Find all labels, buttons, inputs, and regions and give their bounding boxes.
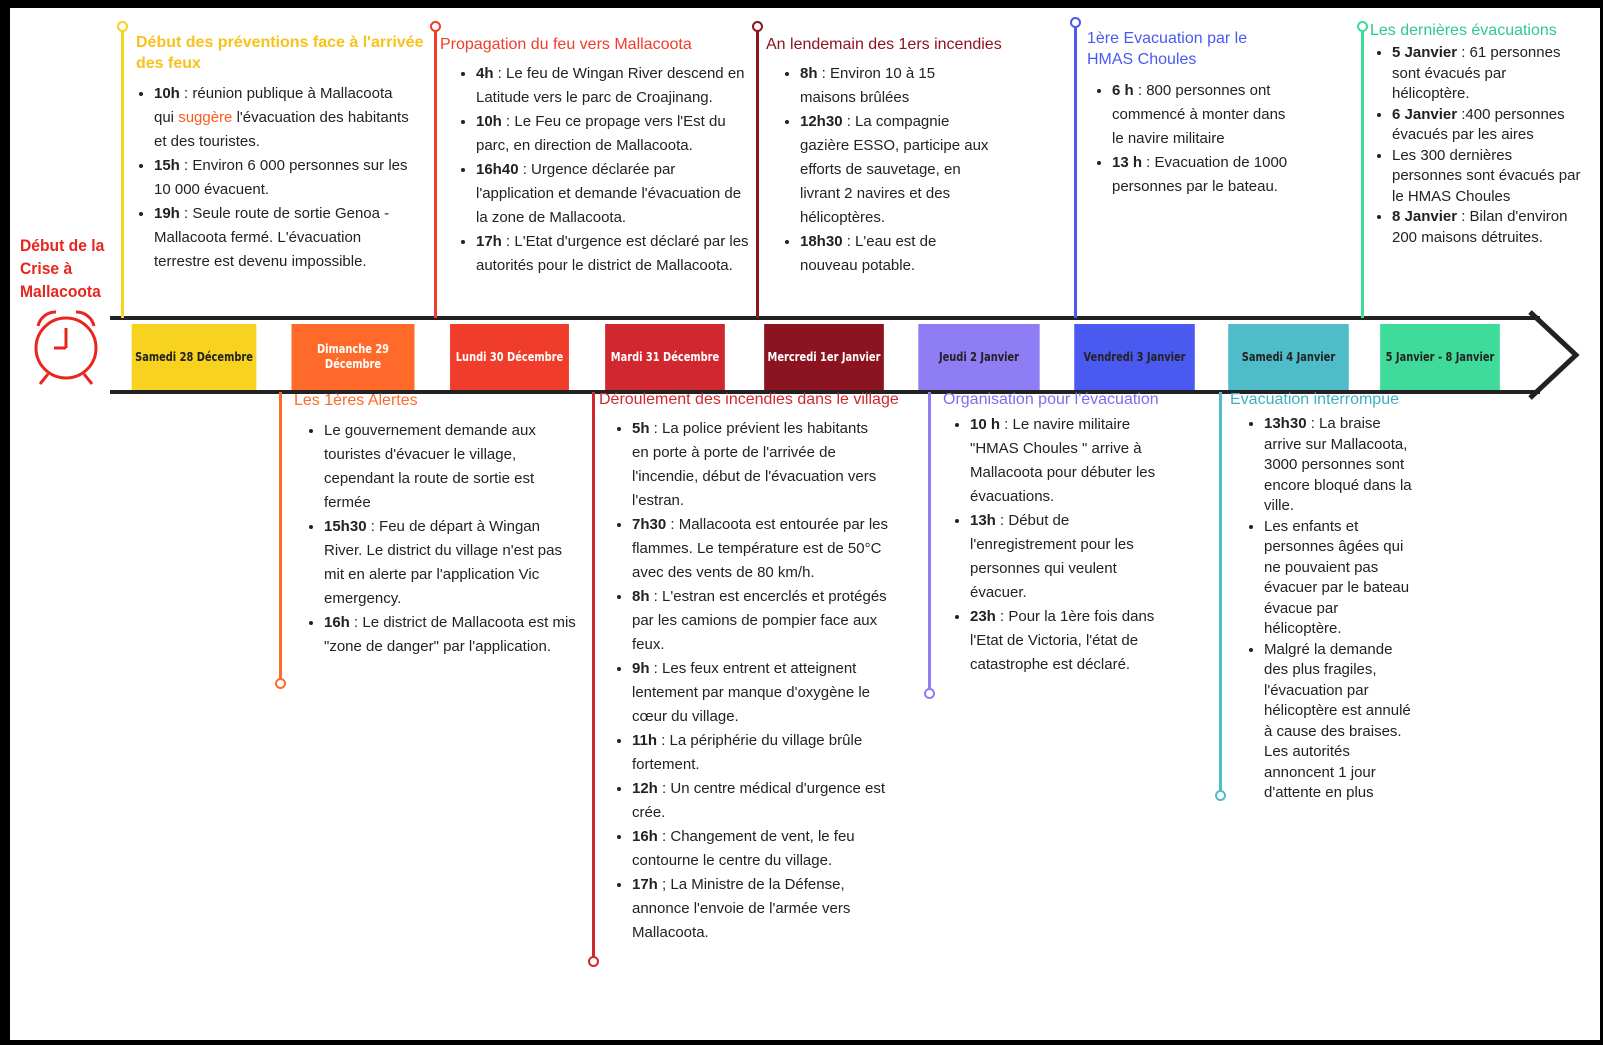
connector-pin	[430, 21, 441, 32]
list-item: 16h40 : Urgence déclarée par l'applicati…	[476, 158, 750, 230]
section-title-30-decembre: Propagation du feu vers Mallacoota	[440, 36, 692, 53]
date-label: 5 Janvier - 8 Janvier	[1385, 349, 1495, 364]
list-item: 9h : Les feux entrent et atteignent lent…	[632, 657, 888, 729]
section-title-3-janvier: 1ère Evacuation par le HMAS Choules	[1087, 30, 1248, 68]
section-body-28-decembre: 10h : réunion publique à Mallacoota qui …	[134, 82, 414, 274]
list-item: 23h : Pour la 1ère fois dans l'Etat de V…	[970, 605, 1168, 677]
list-item: 10h : Le Feu ce propage vers l'Est du pa…	[476, 110, 750, 158]
date-segment-5-8-janvier: 5 Janvier - 8 Janvier	[1380, 324, 1500, 390]
section-body-1-janvier: 8h : Environ 10 à 15 maisons brûlées 12h…	[780, 62, 990, 278]
list-item: 17h ; La Ministre de la Défense, annonce…	[632, 873, 888, 945]
list-item: 8h : Environ 10 à 15 maisons brûlées	[800, 62, 990, 110]
list-item: 12h30 : La compagnie gazière ESSO, parti…	[800, 110, 990, 230]
list-item: 19h : Seule route de sortie Genoa - Mall…	[154, 202, 414, 274]
alarm-clock-icon	[26, 304, 110, 393]
list-item: 15h30 : Feu de départ à Wingan River. Le…	[324, 515, 582, 611]
section-body-30-decembre: 4h : Le feu de Wingan River descend en L…	[456, 62, 750, 278]
list-item: 8h : L'estran est encerclés et protégés …	[632, 585, 888, 657]
date-label: Jeudi 2 Janvier	[938, 349, 1020, 364]
connector-stem	[1219, 392, 1222, 794]
connector-pin	[752, 21, 763, 32]
section-body-4-janvier: 13h30 : La braise arrive sur Mallacoota,…	[1244, 414, 1412, 804]
list-item: Le gouvernement demande aux touristes d'…	[324, 419, 582, 515]
connector-stem	[1074, 24, 1077, 318]
date-segment-jeudi-2: Jeudi 2 Janvier	[918, 324, 1040, 390]
connector-stem	[592, 392, 595, 958]
list-item: 18h30 : L'eau est de nouveau potable.	[800, 230, 990, 278]
date-segment-samedi-4: Samedi 4 Janvier	[1228, 324, 1349, 390]
section-title-2-janvier: Organisation pour l'évacuation	[943, 391, 1159, 408]
date-label: Vendredi 3 Janvier	[1083, 349, 1186, 364]
section-body-3-janvier: 6 h : 800 personnes ont commencé à monte…	[1092, 79, 1292, 199]
date-label: Lundi 30 Décembre	[455, 349, 564, 364]
date-label: Samedi 4 Janvier	[1241, 349, 1336, 364]
list-item: 13 h : Evacuation de 1000 personnes par …	[1112, 151, 1292, 199]
connector-pin	[117, 21, 128, 32]
date-segment-lundi-30: Lundi 30 Décembre	[450, 324, 569, 390]
connector-pin	[588, 956, 599, 967]
section-title-31-decembre: Déroulement des incendies dans le villag…	[599, 391, 899, 408]
connector-stem	[434, 28, 437, 318]
list-item: Malgré la demande des plus fragiles, l'é…	[1264, 640, 1412, 804]
connector-stem	[279, 392, 282, 682]
connector-pin	[1215, 790, 1226, 801]
date-segment-dimanche-29: Dimanche 29 Décembre	[291, 324, 415, 390]
list-item: 17h : L'Etat d'urgence est déclaré par l…	[476, 230, 750, 278]
list-item: 5h : La police prévient les habitants en…	[632, 417, 888, 513]
date-segment-mardi-31: Mardi 31 Décembre	[605, 324, 725, 390]
list-item: 6 h : 800 personnes ont commencé à monte…	[1112, 79, 1292, 151]
list-item: Les enfants et personnes âgées qui ne po…	[1264, 517, 1412, 640]
section-body-29-decembre: Le gouvernement demande aux touristes d'…	[304, 419, 582, 659]
connector-pin	[924, 688, 935, 699]
connector-stem	[121, 28, 124, 318]
date-label: Mercredi 1er Janvier	[767, 349, 881, 364]
list-item: 15h : Environ 6 000 personnes sur les 10…	[154, 154, 414, 202]
section-title-29-decembre: Les 1ères Alertes	[294, 392, 418, 409]
chevron-right-arrow-icon	[1526, 308, 1586, 407]
list-item: 13h30 : La braise arrive sur Mallacoota,…	[1264, 414, 1412, 517]
connector-pin	[275, 678, 286, 689]
connector-pin	[1357, 21, 1368, 32]
list-item: 13h : Début de l'enregistrement pour les…	[970, 509, 1168, 605]
date-label: Samedi 28 Décembre	[135, 349, 253, 364]
list-item: 7h30 : Mallacoota est entourée par les f…	[632, 513, 888, 585]
list-item: 12h : Un centre médical d'urgence est cr…	[632, 777, 888, 825]
connector-stem	[928, 392, 931, 692]
connector-stem	[756, 28, 759, 318]
timeline-top-line	[110, 316, 1540, 320]
list-item: Les 300 dernières personnes sont évacués…	[1392, 146, 1582, 208]
list-item: 11h : La périphérie du village brûle for…	[632, 729, 888, 777]
section-body-5-8-janvier: 5 Janvier : 61 personnes sont évacués pa…	[1372, 43, 1582, 248]
list-item: 10 h : Le navire militaire "HMAS Choules…	[970, 413, 1168, 509]
list-item: 4h : Le feu de Wingan River descend en L…	[476, 62, 750, 110]
section-body-2-janvier: 10 h : Le navire militaire "HMAS Choules…	[950, 413, 1168, 677]
list-item: 16h : Changement de vent, le feu contour…	[632, 825, 888, 873]
date-segment-vendredi-3: Vendredi 3 Janvier	[1074, 324, 1195, 390]
date-label: Mardi 31 Décembre	[610, 349, 720, 364]
connector-stem	[1361, 28, 1364, 318]
crisis-start-label: Début de la Crise à Mallacoota	[20, 236, 105, 301]
timeline-canvas: Début de la Crise à Mallacoota Samedi 28…	[10, 8, 1600, 1040]
list-item: 10h : réunion publique à Mallacoota qui …	[154, 82, 414, 154]
section-title-28-decembre: Début des préventions face à l'arrivée d…	[136, 34, 424, 72]
section-title-4-janvier: Evacuation interrompue	[1230, 391, 1399, 408]
date-label: Dimanche 29 Décembre	[316, 342, 390, 371]
section-title-5-8-janvier: Les dernières évacuations	[1370, 22, 1557, 39]
connector-pin	[1070, 17, 1081, 28]
section-body-31-decembre: 5h : La police prévient les habitants en…	[612, 417, 888, 945]
list-item: 5 Janvier : 61 personnes sont évacués pa…	[1392, 43, 1582, 105]
section-title-1-janvier: An lendemain des 1ers incendies	[766, 36, 1002, 53]
list-item: 6 Janvier :400 personnes évacués par les…	[1392, 105, 1582, 146]
list-item: 8 Janvier : Bilan d'environ 200 maisons …	[1392, 207, 1582, 248]
timeline-bottom-line	[110, 390, 1540, 394]
list-item: 16h : Le district de Mallacoota est mis …	[324, 611, 582, 659]
date-segment-mercredi-1: Mercredi 1er Janvier	[764, 324, 884, 390]
date-segment-samedi-28: Samedi 28 Décembre	[131, 324, 257, 390]
